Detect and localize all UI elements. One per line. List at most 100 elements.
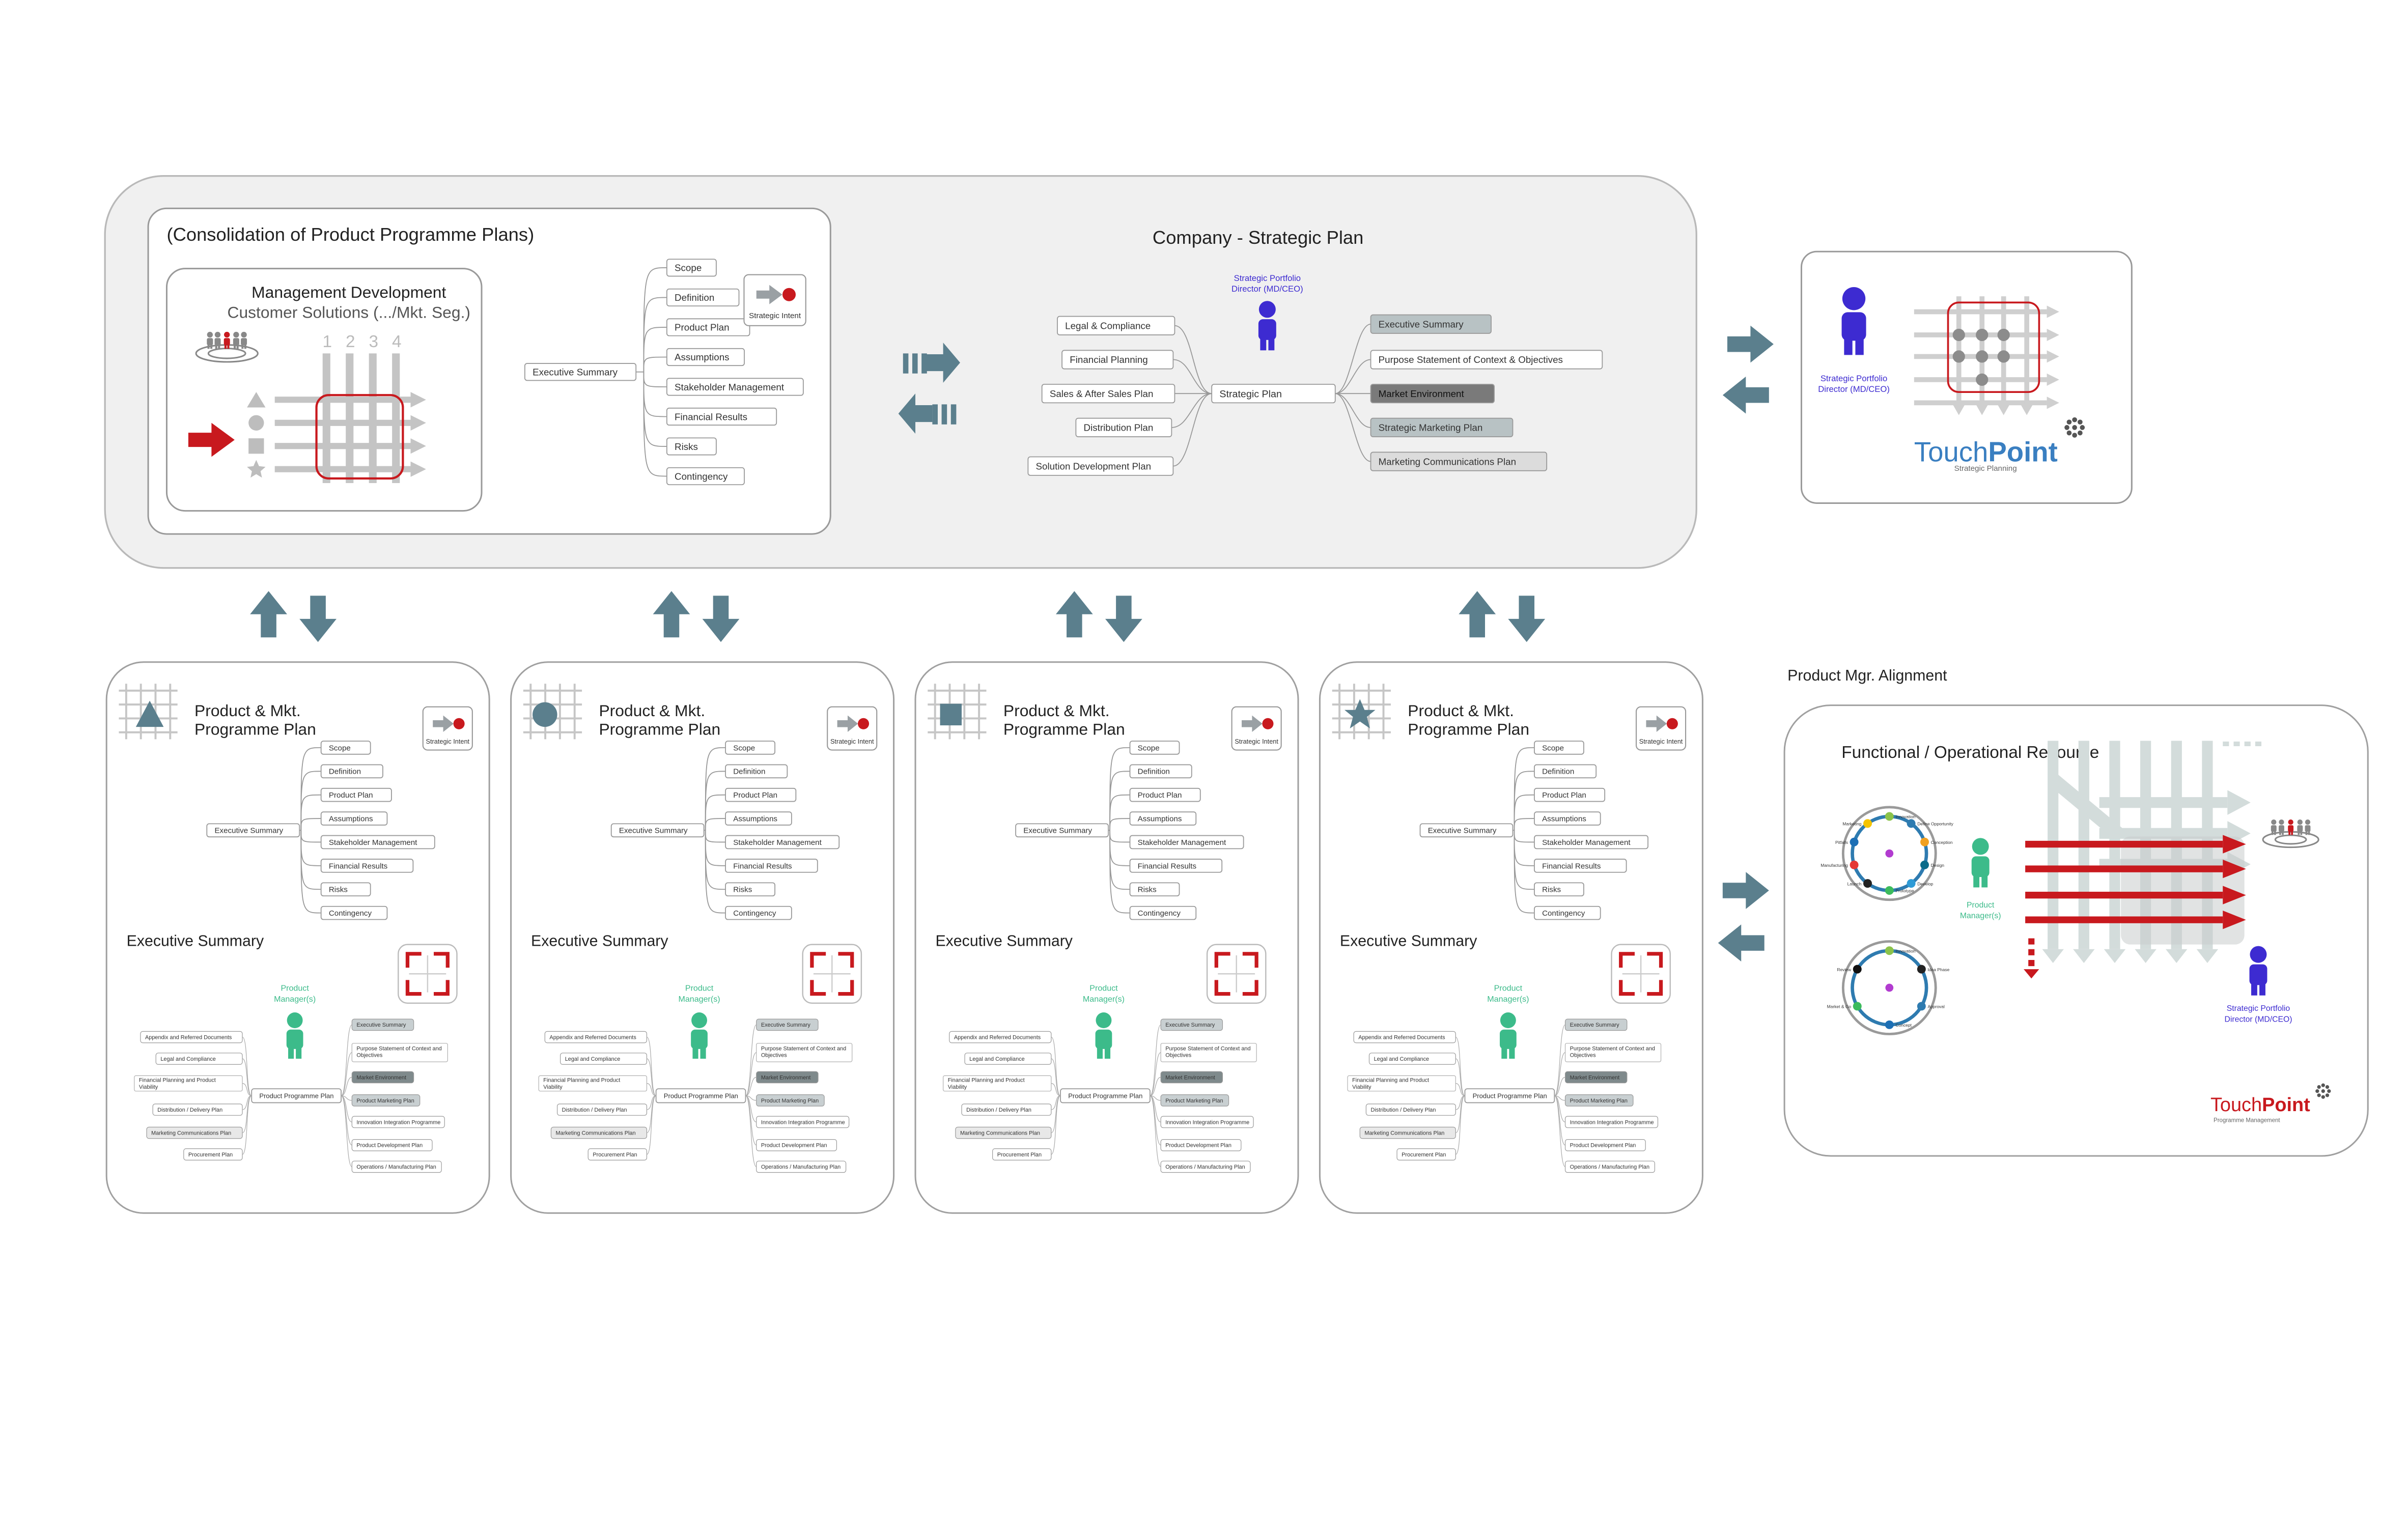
intent-target-icon	[857, 718, 870, 729]
label-line: Objectives	[1165, 1053, 1191, 1059]
target-icon	[2262, 831, 2319, 848]
programme-left-node-box	[544, 1031, 648, 1043]
grid-column-bar	[369, 353, 377, 484]
red-flow-arrowhead	[2223, 835, 2246, 854]
grid-column-arrowhead	[1976, 404, 1989, 415]
mindmap-node: Contingency	[329, 909, 372, 918]
cycle-node-label: Conception	[1931, 840, 1953, 845]
person-body	[1095, 1029, 1112, 1049]
focus-corner	[434, 980, 450, 996]
grid-column-bar	[322, 353, 330, 484]
grid-row-arrowhead	[410, 461, 426, 477]
focus-corner	[838, 980, 854, 996]
mindmap-node-box	[320, 741, 371, 755]
red-flow-arrowhead	[2223, 859, 2246, 879]
intent-target-icon	[453, 718, 465, 729]
programme-left-branch	[1051, 1058, 1061, 1096]
programme-right-node: Executive Summary	[356, 1022, 406, 1028]
strategic-intent-label: Strategic Intent	[1235, 738, 1278, 745]
label-line: Product	[1089, 984, 1118, 993]
programme-left-node: Procurement Plan	[593, 1152, 637, 1158]
grid-column-bar	[346, 353, 354, 484]
mindmap-node: Scope	[329, 744, 351, 752]
mindmap-node: Scope	[1138, 744, 1160, 752]
programme-right-branch	[1150, 1052, 1161, 1096]
programme-right-node: Product Development Plan	[761, 1143, 827, 1149]
mindmap-node: Scope	[1542, 744, 1564, 752]
cycle-node	[1885, 812, 1894, 821]
mindmap-branch	[1514, 818, 1534, 831]
programme-left-node: Marketing Communications Plan	[151, 1130, 231, 1136]
programme-right-node: Operations / Manufacturing Plan	[761, 1164, 841, 1170]
person-head	[207, 331, 213, 338]
manager-icon	[1095, 1012, 1112, 1059]
cycle-node-label: Idea Phase	[1927, 967, 1949, 972]
person-leg-right	[2259, 980, 2265, 996]
mindmap-node-box	[320, 811, 388, 826]
label-line: Financial Planning and Product	[543, 1078, 620, 1084]
mindmap-node-box	[666, 437, 717, 456]
cycle-node-label: Review	[1837, 967, 1852, 972]
mindmap-branch	[300, 818, 321, 831]
cycle-node-label: Market & Go	[1827, 1004, 1852, 1009]
logo-mark-dot	[2072, 417, 2077, 422]
mindmap-node-box	[1129, 764, 1192, 779]
up-arrow-icon	[653, 591, 690, 638]
mindmap-node-box	[1129, 741, 1180, 755]
logo-mark-dot	[2072, 425, 2077, 430]
person-body	[241, 338, 247, 346]
person-leg-right	[700, 1044, 706, 1059]
focus-corner	[1647, 980, 1663, 996]
mindmap-branch	[705, 818, 726, 831]
logo-mark-dot	[2321, 1095, 2325, 1099]
person-body	[223, 338, 230, 346]
people-icon	[2305, 819, 2311, 835]
mindmap-branch	[1109, 818, 1130, 831]
person-leg-left	[1260, 335, 1267, 351]
touchpoint-tagline: Programme Management	[2214, 1117, 2280, 1123]
logo-point: Point	[2262, 1094, 2310, 1116]
cycle-node-label: Prototype	[1895, 888, 1914, 893]
touchpoint-logo: TouchPoint	[1914, 437, 2058, 468]
resource-column-arrowhead	[2166, 949, 2188, 964]
programme-strategic-intent-icon	[1635, 706, 1687, 751]
touchpoint-tagline: Strategic Planning	[1954, 464, 2017, 473]
programme-left-node-box	[556, 1103, 648, 1116]
mindmap-node-box	[320, 787, 392, 802]
strategic-intent-label: Strategic Intent	[426, 738, 470, 745]
mindmap-node-box	[1533, 882, 1584, 897]
cycle-node	[1863, 819, 1872, 828]
mindmap-node: Product Plan	[1138, 791, 1182, 800]
manager-icon	[1971, 838, 1990, 888]
person-leg-left	[1501, 1044, 1507, 1059]
programme-left-node: Legal and Compliance	[160, 1056, 216, 1062]
mindmap-branch	[643, 297, 667, 372]
mindmap-center-box	[610, 823, 705, 838]
label-line: Product	[685, 984, 714, 993]
label-line: Manager(s)	[1487, 995, 1529, 1004]
triangle-icon	[247, 392, 266, 408]
programme-right-branch	[341, 1077, 352, 1096]
mindmap-node-box	[1533, 764, 1597, 779]
mindmap-node-box	[1129, 859, 1223, 873]
programme-section-title: Executive Summary	[935, 933, 1073, 950]
manager-icon	[691, 1012, 708, 1059]
cycle-node-label: Approval	[1927, 1004, 1945, 1009]
people-icon	[2288, 819, 2294, 835]
mindmap-branch	[705, 830, 726, 914]
functional-resource-card	[1783, 704, 2369, 1157]
mindmap-node: Contingency	[733, 909, 776, 918]
programme-left-node: Procurement Plan	[1402, 1152, 1446, 1158]
company-right-branch	[1335, 323, 1371, 394]
mindmap-node-box	[666, 348, 745, 366]
mindmap-node: Risks	[1542, 886, 1561, 894]
mindmap-center: Executive Summary	[214, 827, 283, 835]
focus-corner	[1214, 952, 1230, 968]
logo-touch: Touch	[2210, 1094, 2262, 1116]
programme-right-branch	[1554, 1077, 1565, 1096]
red-flow-arrowhead	[2223, 910, 2246, 929]
